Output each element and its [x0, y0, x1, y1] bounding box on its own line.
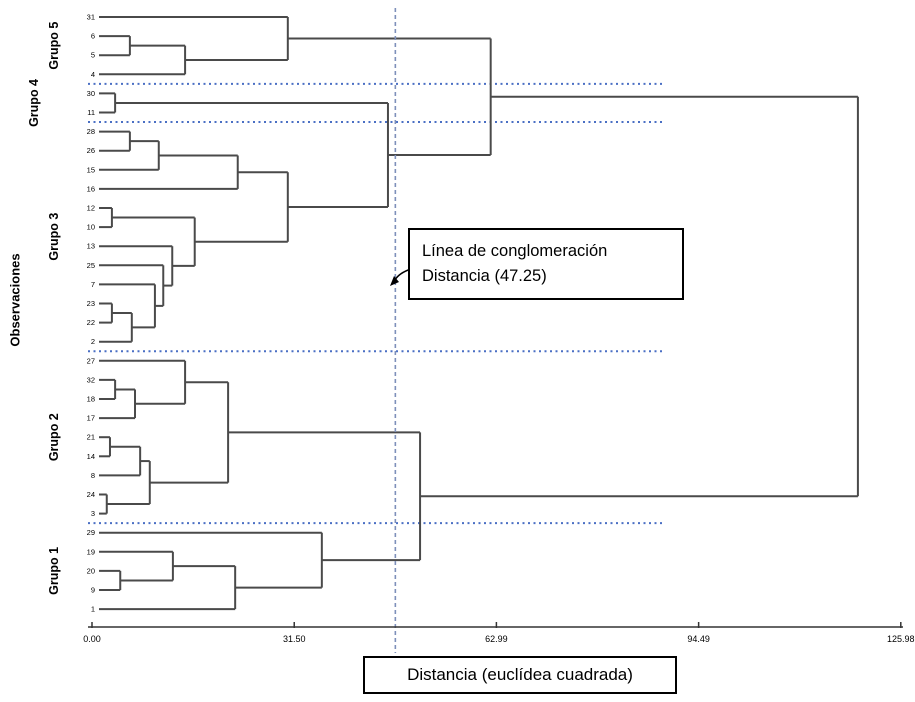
x-axis-tick-label: 125.98	[887, 634, 915, 644]
leaf-label: 29	[87, 528, 95, 537]
leaf-label: 7	[91, 280, 95, 289]
group-label: Grupo 3	[47, 213, 61, 261]
leaf-label: 17	[87, 414, 95, 423]
leaf-label: 27	[87, 356, 95, 365]
y-axis-title: Observaciones	[7, 253, 23, 347]
leaf-label: 21	[87, 433, 95, 442]
leaf-label: 23	[87, 299, 95, 308]
leaf-label: 16	[87, 184, 95, 193]
leaf-label: 31	[87, 13, 95, 22]
x-axis-title-box: Distancia (euclídea cuadrada)	[363, 656, 677, 694]
annotation-line-1: Línea de conglomeración	[422, 242, 608, 260]
x-axis-tick-label: 94.49	[687, 634, 710, 644]
group-label: Grupo 5	[47, 22, 61, 70]
leaf-label: 12	[87, 204, 95, 213]
leaf-label: 24	[87, 490, 95, 499]
leaf-label: 13	[87, 242, 95, 251]
x-axis-tick-label: 31.50	[283, 634, 306, 644]
leaf-label: 15	[87, 165, 95, 174]
leaf-label: 11	[87, 108, 95, 117]
leaf-label: 32	[87, 375, 95, 384]
leaf-label: 9	[91, 586, 95, 595]
leaf-label: 2	[91, 337, 95, 346]
x-axis-tick-label: 62.99	[485, 634, 508, 644]
leaf-label: 10	[87, 223, 95, 232]
leaf-label: 4	[91, 70, 95, 79]
cluster-line-annotation-box: Línea de conglomeración Distancia (47.25…	[408, 228, 684, 300]
leaf-label: 20	[87, 566, 95, 575]
leaf-label: 19	[87, 547, 95, 556]
leaf-label: 18	[87, 395, 95, 404]
leaf-label: 22	[87, 318, 95, 327]
leaf-label: 30	[87, 89, 95, 98]
leaf-label: 6	[91, 32, 95, 41]
leaf-label: 1	[91, 605, 95, 614]
leaf-label: 3	[91, 509, 95, 518]
leaf-label: 8	[91, 471, 95, 480]
leaf-label: 25	[87, 261, 95, 270]
group-label: Grupo 4	[27, 79, 41, 127]
leaf-label: 28	[87, 127, 95, 136]
x-axis-tick-label: 0.00	[83, 634, 101, 644]
group-label: Grupo 2	[47, 413, 61, 461]
group-label: Grupo 1	[47, 547, 61, 595]
annotation-arrowhead	[390, 276, 399, 286]
leaf-label: 26	[87, 146, 95, 155]
leaf-label: 5	[91, 51, 95, 60]
annotation-line-2: Distancia (47.25)	[422, 266, 547, 285]
leaf-label: 14	[87, 452, 95, 461]
x-axis-title: Distancia (euclídea cuadrada)	[407, 665, 633, 684]
